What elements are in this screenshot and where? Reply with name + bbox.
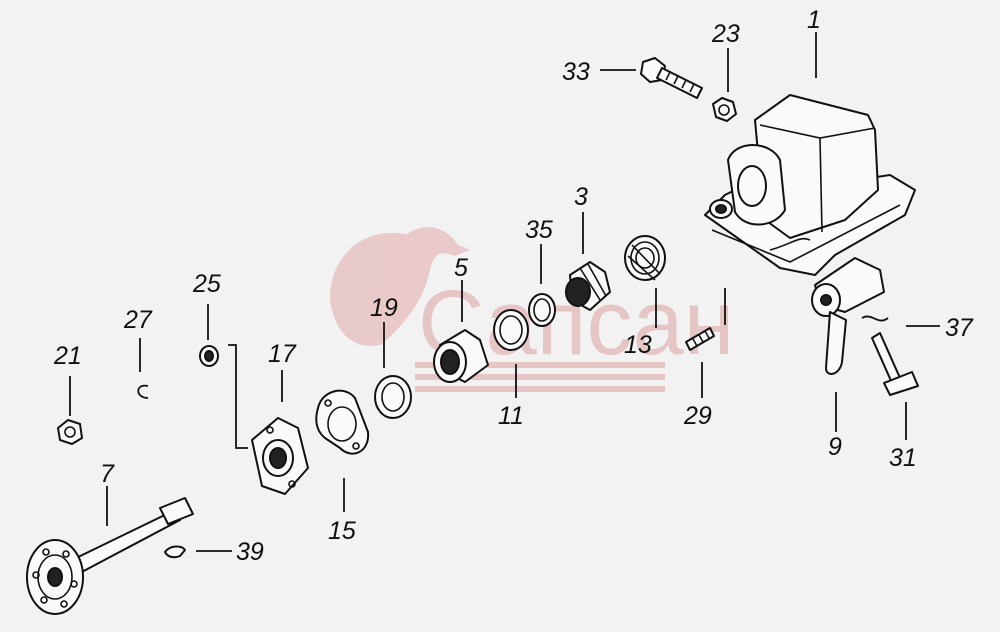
callout-15: 15 xyxy=(328,517,356,545)
lockwasher-part-27 xyxy=(137,384,149,399)
leader-lines xyxy=(69,32,940,552)
callout-5: 5 xyxy=(454,254,468,282)
flange-part-17 xyxy=(251,417,309,495)
callout-39: 39 xyxy=(236,538,264,566)
callout-27: 27 xyxy=(123,306,153,334)
callout-19: 19 xyxy=(370,294,398,322)
housing-part-1 xyxy=(704,94,916,276)
callout-25: 25 xyxy=(192,270,221,298)
callout-21: 21 xyxy=(53,342,82,370)
watermark-stripes xyxy=(415,362,665,392)
callout-labels: 1 3 5 7 9 11 13 15 17 19 21 23 25 27 29 … xyxy=(53,6,974,566)
ring-part-35 xyxy=(528,293,556,327)
washer-part-19 xyxy=(374,375,412,419)
bolt-part-31 xyxy=(871,332,919,396)
callout-31: 31 xyxy=(889,444,917,472)
nut-part-21 xyxy=(57,419,83,445)
callout-35: 35 xyxy=(525,216,553,244)
callout-17: 17 xyxy=(268,340,297,368)
callout-13: 13 xyxy=(624,331,652,359)
falcon-logo xyxy=(330,227,470,346)
cotter-part-37 xyxy=(861,315,889,322)
callout-23: 23 xyxy=(711,20,740,48)
bushing-part-3 xyxy=(565,261,611,311)
spring-part-13 xyxy=(624,235,666,281)
callout-33: 33 xyxy=(562,58,590,86)
lever-part-9 xyxy=(811,257,885,375)
callout-1: 1 xyxy=(807,6,821,34)
screw-part-29 xyxy=(685,327,715,351)
callout-7: 7 xyxy=(100,460,115,488)
callout-37: 37 xyxy=(945,314,974,342)
callout-9: 9 xyxy=(828,433,842,461)
key-part-39 xyxy=(164,545,186,559)
nut-part-23 xyxy=(712,97,737,122)
callout-29: 29 xyxy=(683,402,712,430)
bolt-part-33 xyxy=(640,57,703,99)
callout-11: 11 xyxy=(498,402,524,430)
sleeve-part-5 xyxy=(433,329,489,383)
shaft-part-7 xyxy=(26,497,194,615)
callout-3: 3 xyxy=(574,183,588,211)
gasket-part-15 xyxy=(315,389,370,455)
